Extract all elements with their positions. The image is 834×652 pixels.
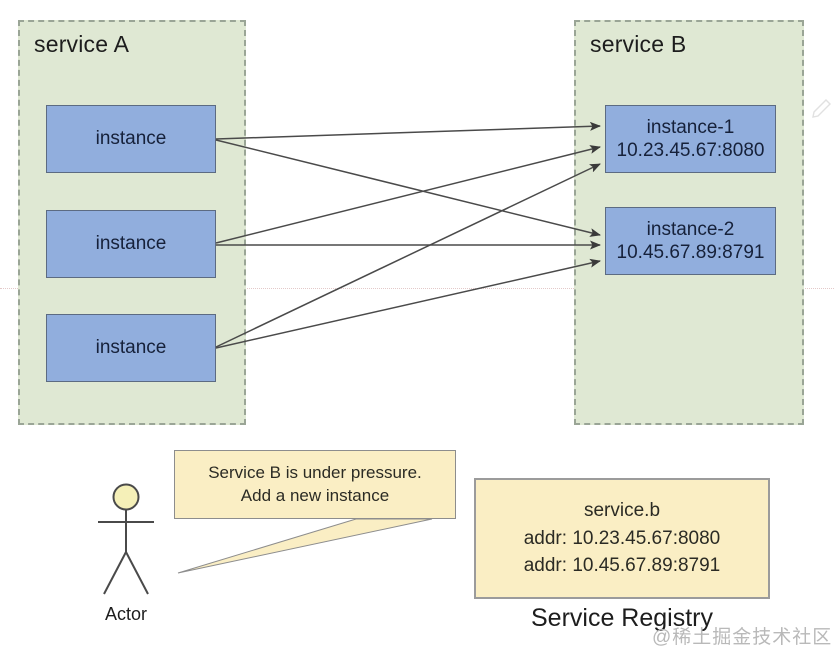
service-b-instance-2[interactable]: instance-2 10.45.67.89:8791 xyxy=(605,207,776,275)
node-label: instance xyxy=(95,128,167,150)
service-b-title: service B xyxy=(590,31,687,57)
arrow-a2-b1 xyxy=(215,145,601,244)
service-a-instance-3[interactable]: instance xyxy=(46,314,216,382)
arrow-a3-b2 xyxy=(215,258,601,349)
service-a-title: service A xyxy=(34,31,130,57)
arrow-a3-b1 xyxy=(215,163,601,348)
node-label: instance-2 xyxy=(646,218,735,240)
registry-entry-2: addr: 10.45.67.89:8791 xyxy=(523,555,721,577)
registry-caption: Service Registry xyxy=(531,604,713,632)
arrow-a1-b2 xyxy=(215,139,601,237)
registry-service-name: service.b xyxy=(583,500,661,522)
node-address: 10.45.67.89:8791 xyxy=(616,242,765,263)
actor-leg-right xyxy=(125,551,149,595)
registry-entry-1: addr: 10.23.45.67:8080 xyxy=(523,527,721,549)
pencil-icon xyxy=(812,99,831,118)
actor-head xyxy=(112,483,140,511)
node-label: instance xyxy=(95,233,167,255)
actor-label: Actor xyxy=(104,604,147,624)
node-address: 10.23.45.67:8080 xyxy=(616,140,765,161)
service-a-instance-1[interactable]: instance xyxy=(46,105,216,173)
watermark: @稀土掘金技术社区 xyxy=(652,627,833,648)
service-registry-box[interactable]: service.b addr: 10.23.45.67:8080 addr: 1… xyxy=(474,478,770,599)
callout-bubble[interactable]: Service B is under pressure. Add a new i… xyxy=(174,450,456,519)
callout-tail xyxy=(177,518,433,574)
actor-leg-left xyxy=(103,551,127,595)
arrow-a1-b1 xyxy=(215,121,601,140)
callout-line-2: Add a new instance xyxy=(240,485,390,505)
node-label: instance xyxy=(95,337,167,359)
actor-figure xyxy=(98,483,154,595)
service-b-instance-1[interactable]: instance-1 10.23.45.67:8080 xyxy=(605,105,776,173)
callout-line-1: Service B is under pressure. xyxy=(208,462,422,482)
node-label: instance-1 xyxy=(646,116,735,138)
service-a-instance-2[interactable]: instance xyxy=(46,210,216,278)
